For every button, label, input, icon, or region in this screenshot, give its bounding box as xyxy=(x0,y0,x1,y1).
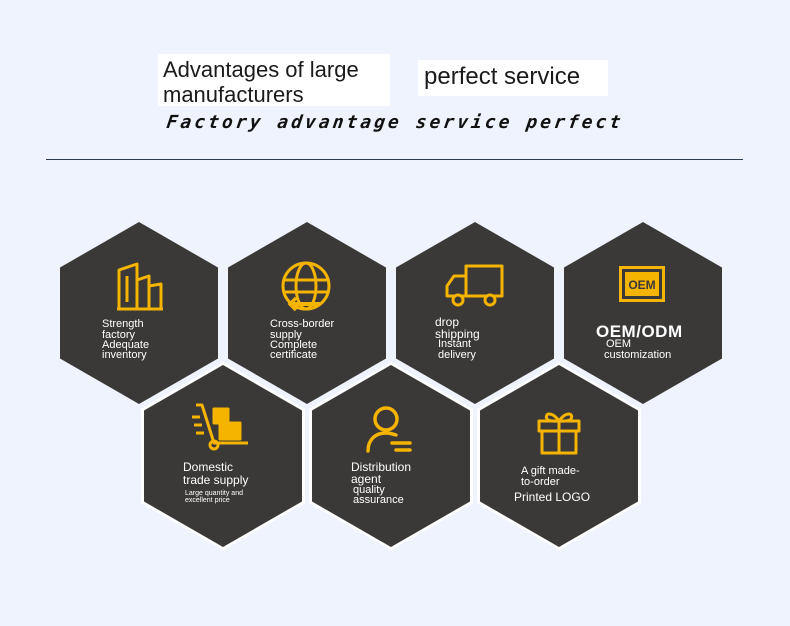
hand-truck-icon xyxy=(192,403,248,451)
card-line: customization xyxy=(604,349,672,361)
card-line: drop xyxy=(435,315,460,329)
card-distribution-frame: Distribution agent quality assurance xyxy=(309,362,473,550)
card-line: Instant xyxy=(438,338,472,350)
card-line: supply xyxy=(270,329,302,341)
card-distribution-agent: Distribution agent quality assurance xyxy=(312,365,470,547)
card-small-line: Large quantity and xyxy=(185,490,243,497)
card-line: to-order xyxy=(521,476,560,488)
card-domestic-frame: Domestic trade supply Large quantity and… xyxy=(141,362,305,550)
card-line: quality xyxy=(353,484,385,496)
delivery-truck-icon xyxy=(445,264,504,307)
card-gift-frame: A gift made- to-order Printed LOGO xyxy=(477,362,641,550)
factory-building-icon xyxy=(117,262,163,311)
card-line: assurance xyxy=(353,494,404,506)
card-line: delivery xyxy=(438,349,476,361)
card-strength-factory: Strength factory Adequate inventory xyxy=(60,222,218,404)
title-left: Advantages of large manufacturers xyxy=(158,54,390,107)
card-line: OEM xyxy=(606,338,632,350)
card-oem-odm: OEM OEM/ODM OEM customization xyxy=(564,222,722,404)
title-left-line2: manufacturers xyxy=(163,82,304,107)
card-line: Printed LOGO xyxy=(514,490,591,504)
card-line: Domestic xyxy=(183,460,234,474)
card-line: Complete xyxy=(270,339,318,351)
slogan: Factory advantage service perfect xyxy=(165,112,625,133)
card-line: shipping xyxy=(435,327,480,341)
divider xyxy=(46,159,743,160)
globe-exchange-icon xyxy=(281,261,331,312)
card-line: Cross-border xyxy=(270,318,335,330)
card-line: Adequate xyxy=(102,339,150,351)
title-right: perfect service xyxy=(418,60,608,96)
card-small-line: excellent price xyxy=(185,497,230,504)
card-line: Strength xyxy=(102,318,144,330)
card-line: trade supply xyxy=(183,473,249,487)
card-cross-border: Cross-border supply Complete certificate xyxy=(228,222,386,404)
oem-badge-icon: OEM xyxy=(619,266,665,302)
title-left-line1: Advantages of large xyxy=(163,57,359,82)
agent-person-icon xyxy=(366,406,412,453)
card-drop-shipping: drop shipping Instant delivery xyxy=(396,222,554,404)
card-domestic-trade: Domestic trade supply Large quantity and… xyxy=(144,365,302,547)
card-title: OEM/ODM xyxy=(596,322,683,341)
gift-box-icon xyxy=(537,412,581,455)
card-line: certificate xyxy=(270,349,318,361)
card-gift-logo: A gift made- to-order Printed LOGO xyxy=(480,365,638,547)
card-line: agent xyxy=(351,472,382,486)
card-line: factory xyxy=(102,329,136,341)
card-line: inventory xyxy=(102,349,147,361)
card-line: Distribution xyxy=(351,460,412,474)
card-line: A gift made- xyxy=(521,465,580,477)
oem-badge-text: OEM xyxy=(628,278,655,292)
